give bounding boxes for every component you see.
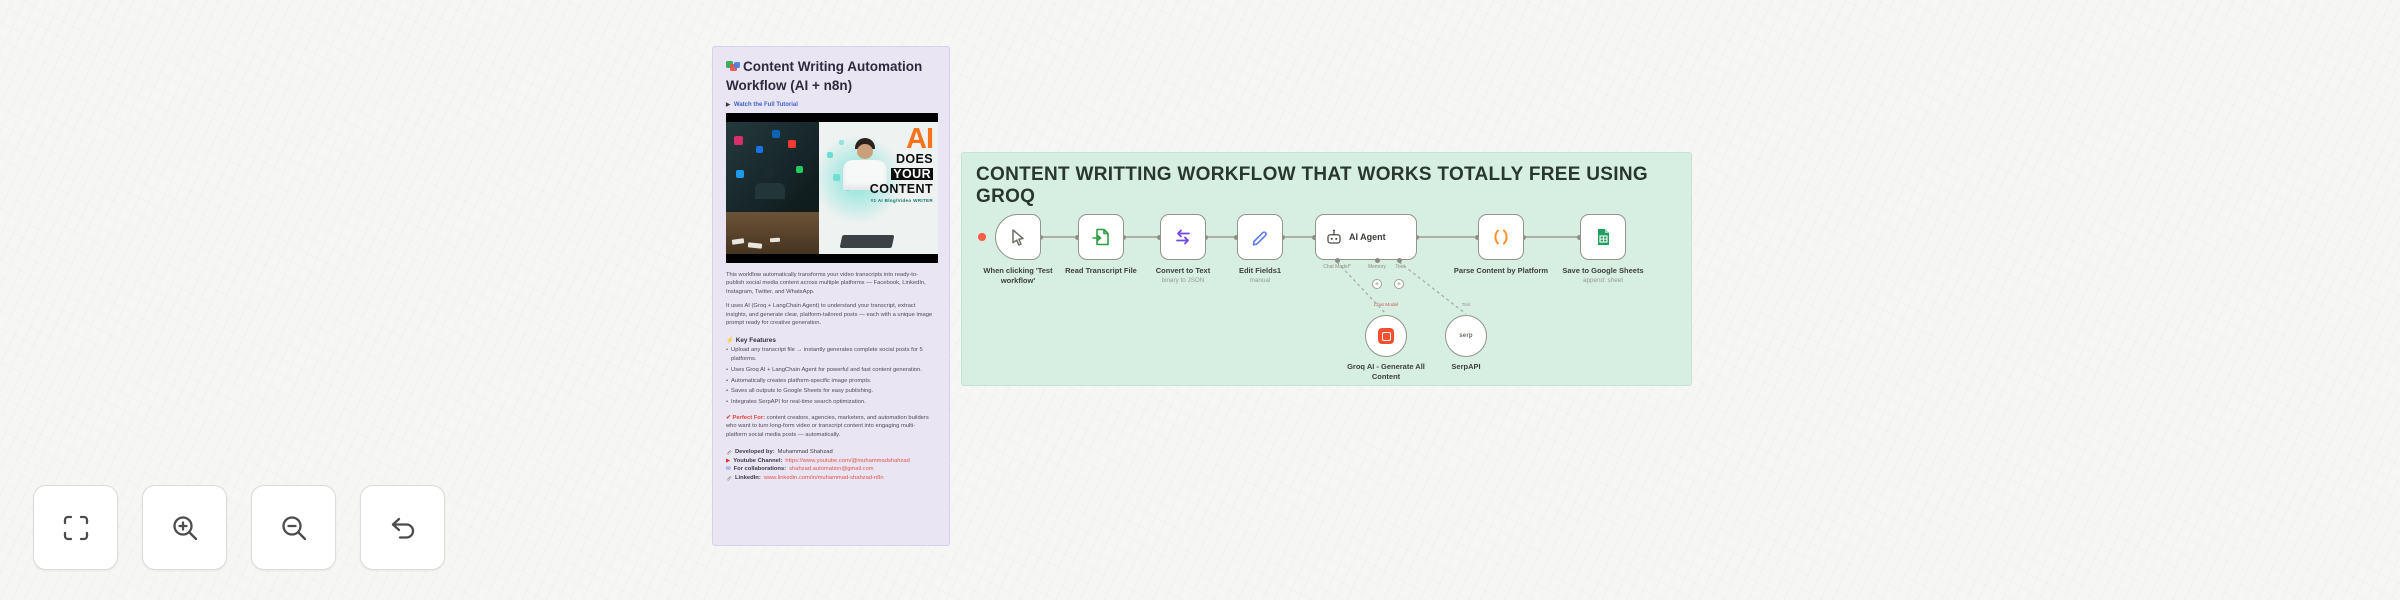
port-label-memory: Memory xyxy=(1367,264,1387,270)
connection-edge xyxy=(1041,236,1078,238)
chain-link-icon xyxy=(727,476,732,481)
unexecuted-indicator-dot xyxy=(978,233,986,241)
thumbnail-right-scene: AI DOES YOUR CONTENT #1 AI Blog/Video WR… xyxy=(819,121,938,254)
subnode-groq-chat-model[interactable] xyxy=(1365,315,1407,357)
thumbnail-left-scene xyxy=(726,121,820,254)
zoom-out-icon xyxy=(281,515,306,540)
subnode-serpapi-tool[interactable]: serp xyxy=(1445,315,1487,357)
author-links: Developed by: Muhammad Shahzad ▶ Youtube… xyxy=(726,449,936,481)
features-heading: ⚡ Key Features xyxy=(726,336,776,344)
node-ai-agent[interactable]: AI Agent xyxy=(1315,214,1417,260)
node-convert-to-text[interactable] xyxy=(1160,214,1206,260)
node-read-transcript-file[interactable] xyxy=(1078,214,1124,260)
instagram-icon xyxy=(734,135,743,145)
envelope-icon: ✉ xyxy=(726,466,731,473)
undo-icon xyxy=(391,517,414,539)
email-link-row[interactable]: ✉ For collaborations: shahzad.automation… xyxy=(726,466,874,473)
node-label: When clicking 'Test workflow' xyxy=(983,266,1053,285)
play-icon: ▶ xyxy=(726,101,731,108)
google-sheets-icon xyxy=(1598,229,1609,245)
feature-item: Integrates SerpAPI for real-time search … xyxy=(726,398,936,406)
agent-port-handle[interactable] xyxy=(1396,257,1402,263)
connector-handle xyxy=(1475,234,1480,240)
feature-item: Upload any transcript file → instantly g… xyxy=(726,346,936,363)
connector-handle xyxy=(1075,234,1080,240)
sticky-note-description[interactable]: Content Writing Automation Workflow (AI … xyxy=(712,46,950,546)
perfect-for-text: ✔ Perfect For: content creators, agencie… xyxy=(726,414,929,439)
twitter-icon xyxy=(736,169,744,178)
subnode-label: SerpAPI xyxy=(1451,362,1481,371)
colored-squares-icon xyxy=(726,61,740,72)
subnode-label: Groq AI - Generate All Content xyxy=(1347,362,1425,381)
feature-item: Saves all outputs to Google Sheets for e… xyxy=(726,387,936,395)
node-manual-trigger[interactable] xyxy=(995,214,1041,260)
node-label: Convert to Text binary to JSON xyxy=(1155,266,1211,284)
zoom-in-button[interactable] xyxy=(142,485,227,570)
connection-edge xyxy=(1124,236,1160,238)
connector-handle xyxy=(1577,234,1582,240)
connection-edge xyxy=(1206,236,1237,238)
youtube-icon xyxy=(788,139,796,148)
developed-by-row: Developed by: Muhammad Shahzad xyxy=(726,449,936,455)
add-tool-button[interactable] xyxy=(1394,279,1404,289)
convert-arrows-icon xyxy=(1176,229,1190,245)
thumbnail-photo: AI DOES YOUR CONTENT #1 AI Blog/Video WR… xyxy=(726,121,938,254)
node-label: Save to Google Sheets append: sheet xyxy=(1562,266,1644,284)
agent-port-handle[interactable] xyxy=(1334,257,1340,263)
zoom-in-icon xyxy=(172,515,197,540)
agent-port-handle[interactable] xyxy=(1374,257,1380,263)
video-thumbnail: AI DOES YOUR CONTENT #1 AI Blog/Video WR… xyxy=(726,112,938,263)
zoom-to-fit-button[interactable] xyxy=(33,485,118,570)
thumbnail-headline: AI DOES YOUR CONTENT #1 AI Blog/Video WR… xyxy=(869,122,934,203)
workflow-group-title: CONTENT WRITTING WORKFLOW THAT WORKS TOT… xyxy=(976,164,1648,207)
pencil-icon xyxy=(1252,231,1267,246)
node-label: Edit Fields1 manual xyxy=(1238,266,1282,284)
groq-icon xyxy=(1378,328,1394,344)
subnode-tag-chat-model: Chat Model xyxy=(1373,303,1399,308)
robot-icon xyxy=(1327,229,1341,244)
zoom-to-fit-icon xyxy=(63,515,88,540)
subnode-tag-tool: Tool xyxy=(1461,303,1471,308)
whatsapp-icon xyxy=(796,165,803,173)
node-label: Parse Content by Platform xyxy=(1453,266,1549,275)
connection-edge xyxy=(1417,236,1478,238)
connection-edge xyxy=(1524,236,1580,238)
ai-agent-title: AI Agent xyxy=(1349,232,1386,242)
description-paragraph: This workflow automatically transforms y… xyxy=(726,271,926,296)
feature-item: Uses Groq AI + LangChain Agent for power… xyxy=(726,366,936,374)
code-icon xyxy=(1494,229,1508,245)
add-memory-button[interactable] xyxy=(1372,279,1382,289)
tutorial-link[interactable]: ▶ Watch the Full Tutorial xyxy=(726,101,798,108)
node-label: Read Transcript File xyxy=(1065,266,1137,275)
port-label-chat-model: Chat Model* xyxy=(1323,264,1351,270)
file-import-icon xyxy=(1092,228,1109,246)
youtube-link-row[interactable]: ▶ Youtube Channel: https://www.youtube.c… xyxy=(726,457,910,464)
connector-handle xyxy=(1234,234,1239,240)
facebook-icon xyxy=(756,145,763,153)
serpapi-icon: serp xyxy=(1459,333,1473,339)
youtube-play-icon: ▶ xyxy=(726,457,731,464)
connector-handle xyxy=(1312,234,1317,240)
description-paragraph: It uses AI (Groq + LangChain Agent) to u… xyxy=(726,302,933,327)
linkedin-link-row[interactable]: LinkedIn: www.linkedin.com/in/muhammad-s… xyxy=(726,475,936,481)
undo-button[interactable] xyxy=(360,485,445,570)
sticky-title: Content Writing Automation Workflow (AI … xyxy=(726,59,923,93)
paperclip-icon xyxy=(727,450,732,455)
cursor-icon xyxy=(1012,229,1024,246)
canvas-controls xyxy=(33,485,445,570)
connector-handle xyxy=(1157,234,1162,240)
node-parse-content[interactable] xyxy=(1478,214,1524,260)
connection-edge xyxy=(1283,236,1315,238)
node-save-google-sheets[interactable] xyxy=(1580,214,1626,260)
port-label-tool: Tool xyxy=(1395,264,1405,270)
sticky-note-workflow-group[interactable]: CONTENT WRITTING WORKFLOW THAT WORKS TOT… xyxy=(961,152,1692,386)
linkedin-icon xyxy=(772,129,780,138)
feature-item: Automatically creates platform-specific … xyxy=(726,377,936,385)
node-edit-fields[interactable] xyxy=(1237,214,1283,260)
zoom-out-button[interactable] xyxy=(251,485,336,570)
